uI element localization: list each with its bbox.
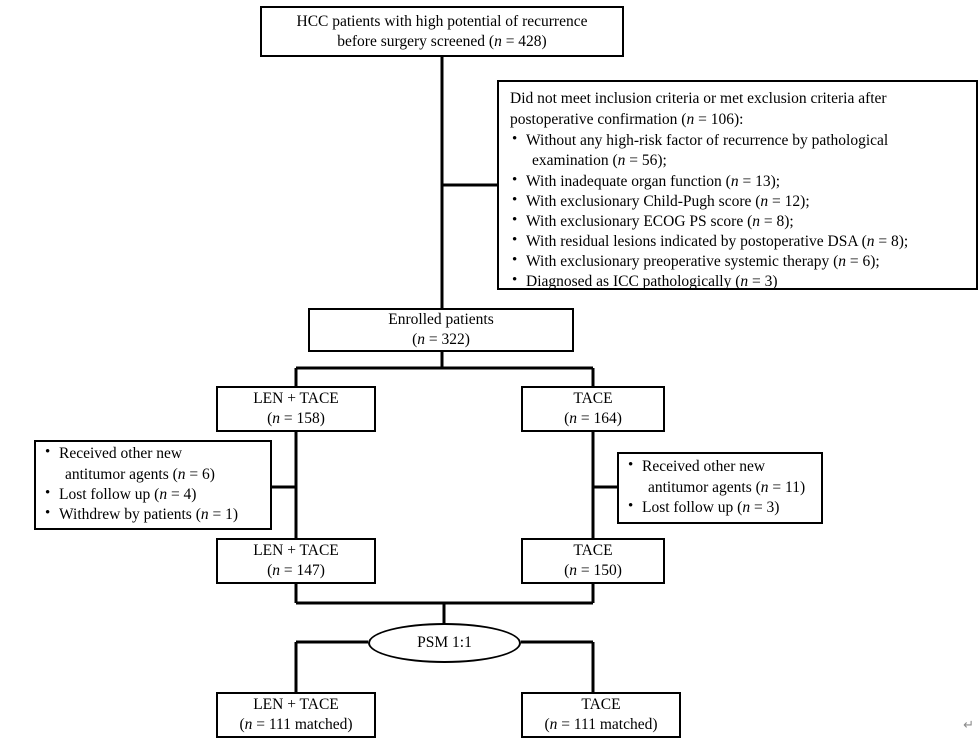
list-item: With exclusionary preoperative systemic … [510, 251, 966, 272]
exclusion-item-text: With exclusionary preoperative systemic … [526, 253, 880, 271]
node-exclusion-criteria: Did not meet inclusion criteria or met e… [497, 80, 978, 292]
node-screened-line1: HCC patients with high potential of recu… [296, 12, 588, 30]
node-screened: HCC patients with high potential of recu… [260, 6, 624, 57]
list-item: With exclusionary Child-Pugh score (n = … [510, 191, 966, 212]
list-item: Received other new antitumor agents (n =… [627, 456, 813, 498]
list-item: Lost follow up (n = 4) [44, 484, 262, 505]
return-symbol-mark: ↵ [963, 718, 974, 733]
exclusion-item-text: With residual lesions indicated by posto… [526, 232, 909, 250]
node-tace-150-line2: (n = 150) [564, 562, 622, 579]
node-len-tace-111-line2: (n = 111 matched) [239, 716, 353, 733]
node-dropout-right: Received other new antitumor agents (n =… [617, 452, 823, 524]
dropout-left-item-text: Received other new [59, 445, 183, 463]
exclusion-item-text: With inadequate organ function (n = 13); [526, 172, 781, 190]
list-item: With exclusionary ECOG PS score (n = 8); [510, 211, 966, 232]
node-len-tace-147-line2: (n = 147) [267, 562, 325, 579]
node-tace-164-line1: TACE [573, 390, 613, 408]
dropout-left-item-text: Lost follow up (n = 4) [59, 486, 197, 503]
node-tace-111-matched: TACE (n = 111 matched) [521, 692, 681, 738]
node-tace-150-line1: TACE [573, 542, 613, 560]
node-len-tace-158-line1: LEN + TACE [253, 390, 339, 408]
node-screened-line2: before surgery screened (n = 428) [337, 32, 547, 50]
exclusion-item-list: Without any high-risk factor of recurren… [510, 130, 966, 292]
exclusion-item-text: Diagnosed as ICC pathologically (n = 3) [526, 273, 778, 291]
node-len-tace-147: LEN + TACE (n = 147) [216, 538, 376, 584]
exclusion-item-text: With exclusionary Child-Pugh score (n = … [526, 192, 810, 210]
node-tace-111-line2: (n = 111 matched) [544, 716, 658, 733]
dropout-left-list: Received other new antitumor agents (n =… [44, 443, 262, 526]
dropout-right-item-continuation: antitumor agents (n = 11) [648, 478, 806, 496]
exclusion-heading-line1: Did not meet inclusion criteria or met e… [510, 90, 887, 107]
node-tace-164-line2: (n = 164) [564, 410, 622, 427]
list-item: Diagnosed as ICC pathologically (n = 3) [510, 271, 966, 292]
node-len-tace-111-matched: LEN + TACE (n = 111 matched) [216, 692, 376, 738]
node-len-tace-111-line1: LEN + TACE [253, 696, 339, 714]
list-item: Withdrew by patients (n = 1) [44, 504, 262, 525]
exclusion-item-continuation: examination (n = 56); [532, 152, 667, 170]
list-item: Without any high-risk factor of recurren… [510, 130, 966, 171]
dropout-left-item-continuation: antitumor agents (n = 6) [65, 465, 215, 483]
node-enrolled: Enrolled patients (n = 322) [308, 308, 574, 352]
node-psm-label: PSM 1:1 [417, 634, 472, 652]
node-enrolled-line1: Enrolled patients [388, 311, 494, 329]
list-item: Received other new antitumor agents (n =… [44, 443, 262, 485]
list-item: With inadequate organ function (n = 13); [510, 171, 966, 192]
node-tace-164: TACE (n = 164) [521, 386, 665, 432]
node-len-tace-158-line2: (n = 158) [267, 410, 325, 427]
exclusion-heading-line2: postoperative confirmation (n = 106): [510, 111, 744, 129]
node-len-tace-147-line1: LEN + TACE [253, 542, 339, 560]
list-item: With residual lesions indicated by posto… [510, 231, 966, 252]
node-psm: PSM 1:1 [368, 623, 521, 663]
list-item: Lost follow up (n = 3) [627, 497, 813, 518]
dropout-right-item-text: Lost follow up (n = 3) [642, 499, 780, 517]
dropout-right-list: Received other new antitumor agents (n =… [627, 456, 813, 518]
node-dropout-left: Received other new antitumor agents (n =… [34, 440, 272, 530]
node-tace-111-line1: TACE [581, 696, 621, 714]
exclusion-item-text: Without any high-risk factor of recurren… [526, 132, 889, 150]
exclusion-item-text: With exclusionary ECOG PS score (n = 8); [526, 212, 794, 230]
dropout-left-item-text: Withdrew by patients (n = 1) [59, 506, 239, 524]
node-tace-150: TACE (n = 150) [521, 538, 665, 584]
node-enrolled-line2: (n = 322) [412, 331, 470, 348]
dropout-right-item-text: Received other new [642, 458, 766, 476]
node-len-tace-158: LEN + TACE (n = 158) [216, 386, 376, 432]
